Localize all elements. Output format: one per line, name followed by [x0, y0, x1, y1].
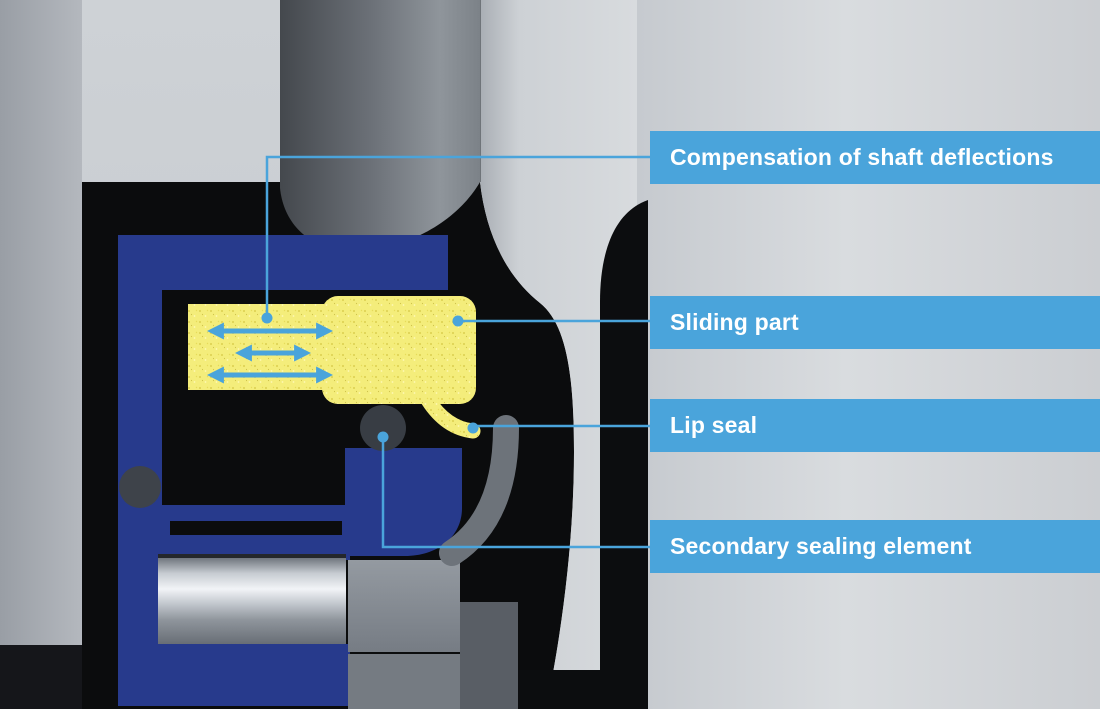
shaft-deflection-arrows	[206, 322, 334, 384]
callout-secondary-sealing-element: Secondary sealing element	[650, 520, 1100, 573]
anchor-dot-lip-seal	[467, 422, 479, 434]
callout-label-secondary-sealing: Secondary sealing element	[670, 533, 972, 559]
shaft-edge	[158, 554, 346, 559]
sliding-part-head	[322, 296, 476, 404]
left-strip	[0, 0, 82, 709]
seal-housing	[118, 235, 462, 706]
bottom-shadow	[515, 670, 605, 709]
bottom-left-shadow	[0, 645, 82, 709]
edge-shadow	[600, 200, 648, 709]
housing-step-2	[348, 654, 460, 709]
rotating-shaft	[280, 0, 480, 251]
housing-bottom-lower	[118, 644, 350, 706]
callout-label-compensation: Compensation of shaft deflections	[670, 144, 1054, 170]
shaft	[158, 558, 346, 644]
callout-label-lip-seal: Lip seal	[670, 412, 758, 438]
stationary-bore	[480, 0, 637, 709]
housing-step-1	[348, 560, 460, 652]
anchor-dot-compensation	[261, 312, 273, 324]
callout-sliding-part: Sliding part	[650, 296, 1100, 349]
leader-compensation	[265, 155, 652, 318]
housing-gland	[345, 448, 462, 556]
leader-lines	[265, 155, 652, 549]
housing-top-bar	[118, 235, 448, 290]
leader-secondary-sealing	[381, 437, 652, 549]
callout-compensation-of-shaft-deflections: Compensation of shaft deflections	[650, 131, 1100, 184]
secondary-sealing-element-ring	[360, 405, 406, 451]
callout-lip-seal: Lip seal	[650, 399, 1100, 452]
callout-label-sliding-part: Sliding part	[670, 309, 799, 335]
anchor-dot-secondary-sealing	[377, 431, 389, 443]
anchor-dots	[261, 312, 479, 443]
right-panel	[637, 0, 1100, 709]
counter-ring	[439, 415, 519, 566]
anchor-dot-sliding-part	[452, 315, 464, 327]
o-ring-left	[119, 466, 161, 508]
housing-groove	[170, 521, 342, 535]
housing-step-3	[460, 602, 518, 709]
